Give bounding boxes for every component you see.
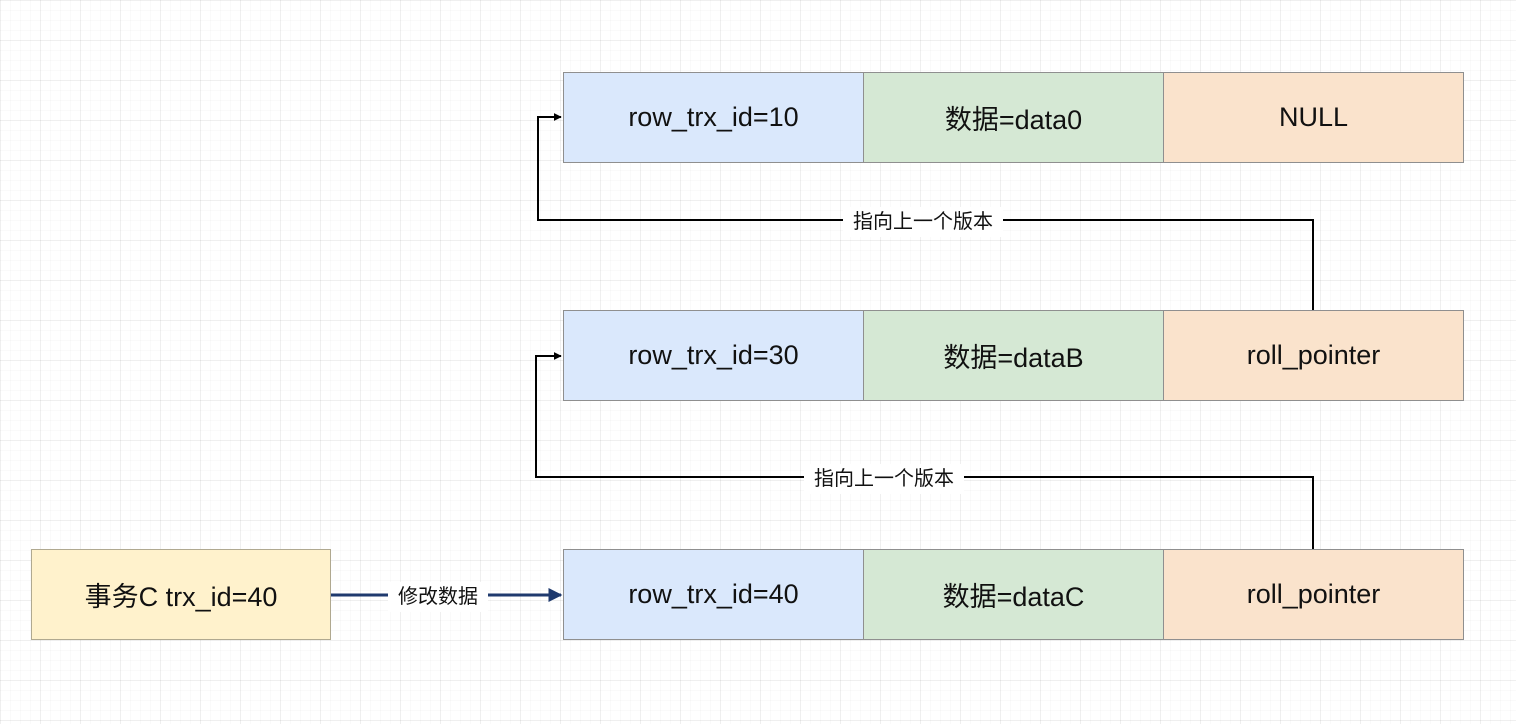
row-2-trx-id-cell: row_trx_id=30 [563,310,864,401]
row-2-pointer-cell: roll_pointer [1163,310,1464,401]
row-3-data-cell: 数据=dataC [863,549,1164,640]
row-3-pointer-cell: roll_pointer [1163,549,1464,640]
row-1-data-cell: 数据=data0 [863,72,1164,163]
row-1-trx-id-cell: row_trx_id=10 [563,72,864,163]
prev-version-pointer-lower [535,352,1314,549]
prev-version-label-upper: 指向上一个版本 [843,207,1003,237]
prev-version-pointer-upper [537,113,1314,310]
transaction-box: 事务C trx_id=40 [31,549,331,640]
prev-version-label-lower: 指向上一个版本 [804,464,964,494]
row-1-pointer-cell: NULL [1163,72,1464,163]
row-2-data-cell: 数据=dataB [863,310,1164,401]
modify-data-label: 修改数据 [388,582,488,612]
row-3-trx-id-cell: row_trx_id=40 [563,549,864,640]
